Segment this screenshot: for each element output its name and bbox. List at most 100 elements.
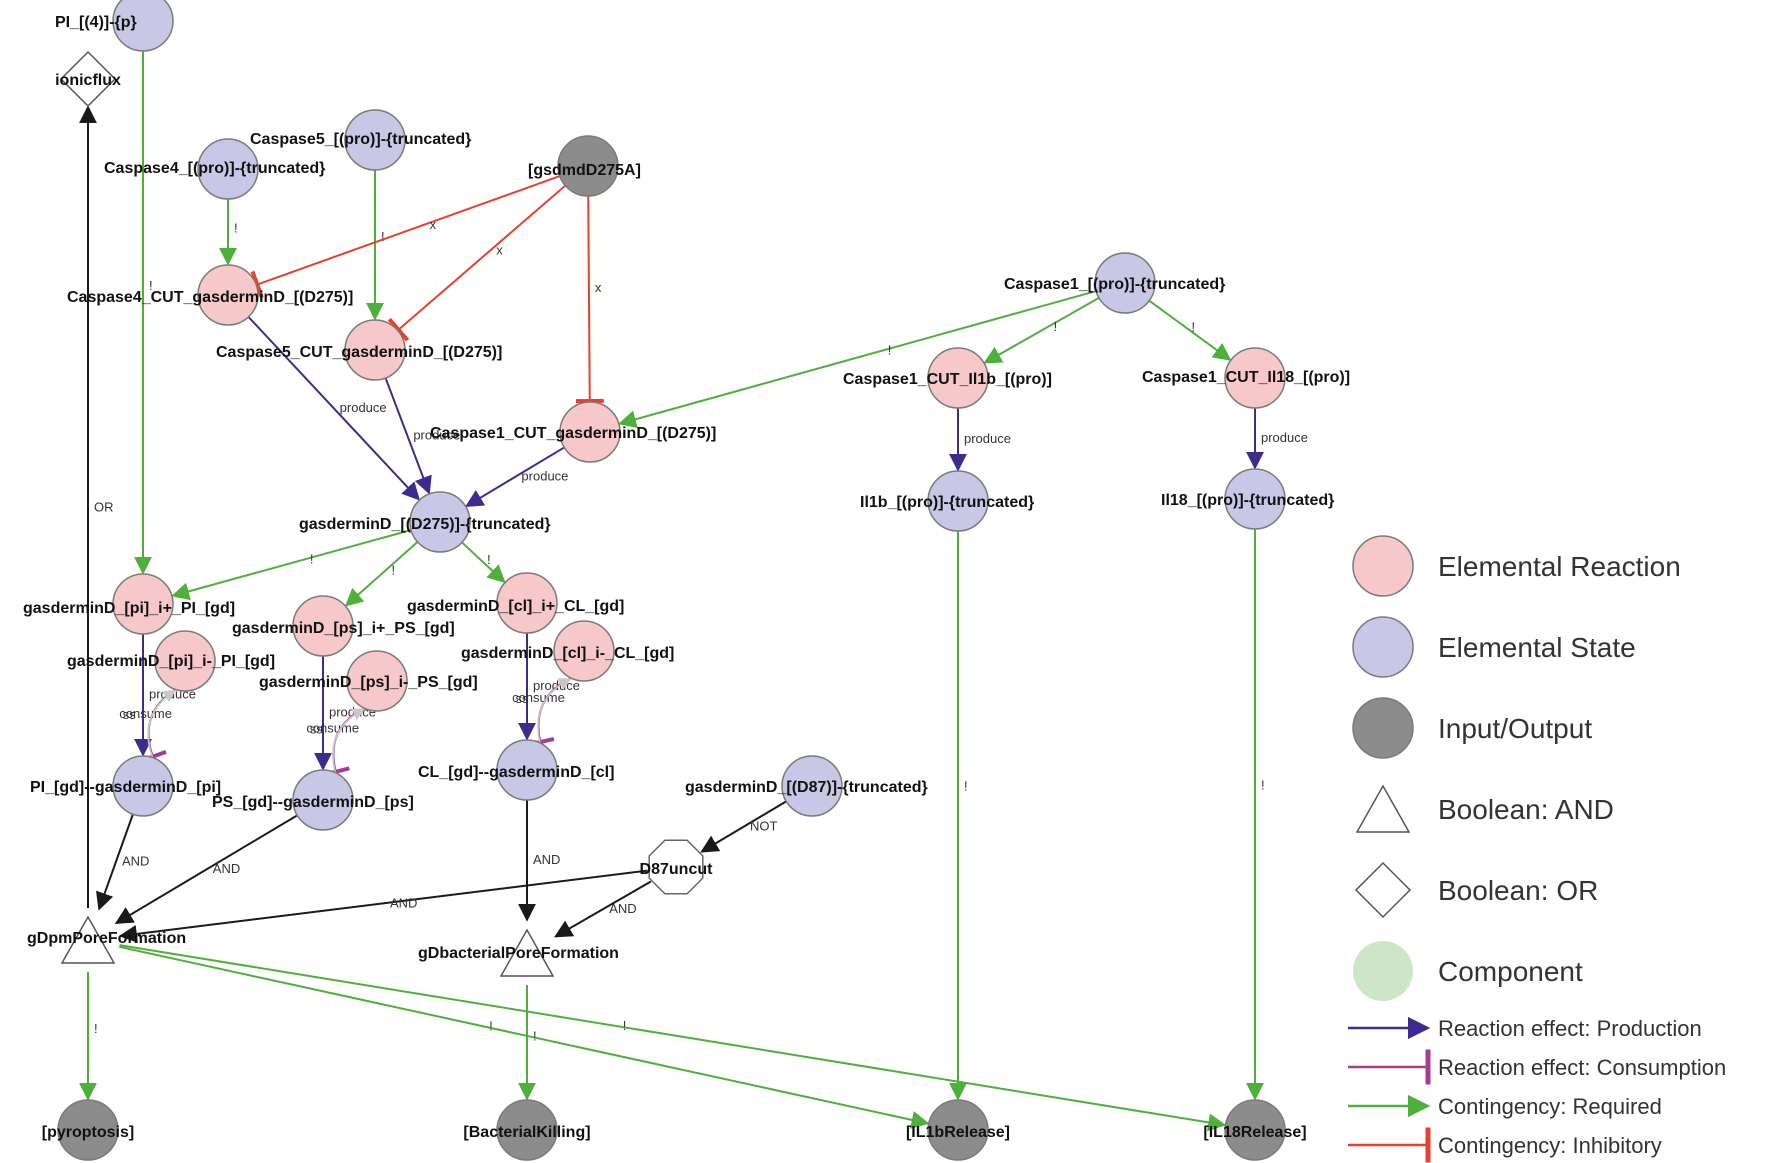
state-shape — [496, 739, 558, 801]
edge-pi4p-to-pi_plus: ! — [134, 51, 153, 575]
edge-label: ! — [149, 278, 153, 293]
edge-label: ! — [623, 1018, 627, 1033]
edge-line — [465, 446, 565, 507]
legend-item-or: Boolean: OR — [1354, 861, 1598, 919]
legend-edge-inhibitory: Contingency: Inhibitory — [1348, 1127, 1662, 1163]
node-label: CL_[gd]--gasderminD_[cl] — [418, 764, 614, 781]
edge-label: AND — [533, 852, 560, 867]
legend-edge-label: Contingency: Required — [1438, 1094, 1662, 1119]
node-ps_cplx[interactable]: PS_[gd]--gasderminD_[ps] — [212, 769, 414, 831]
node-pi_minus[interactable]: gasderminD_[pi]_i-_PI_[gd] — [67, 630, 275, 692]
edge-il18tr-to-il18rel: ! — [1246, 529, 1265, 1101]
node-casp4cut[interactable]: Caspase4_CUT_gasderminD_[(D275)] — [67, 264, 353, 326]
node-gsdmd275a[interactable]: [gsdmdD275A] — [528, 135, 641, 197]
node-casp5pro[interactable]: Caspase5_[(pro)]-{truncated} — [250, 109, 471, 171]
and-shape — [60, 915, 116, 964]
edge-label: ! — [94, 1021, 98, 1036]
legend-edge-label: Contingency: Inhibitory — [1438, 1133, 1662, 1158]
legend-item-state: Elemental State — [1352, 616, 1636, 678]
node-casp1il18[interactable]: Caspase1_CUT_Il18_[(pro)] — [1142, 347, 1350, 409]
node-label: Caspase1_CUT_Il1b_[(pro)] — [843, 371, 1052, 388]
edge-casp1il1b-to-il1btr: produce — [949, 408, 1011, 472]
node-cl_cplx[interactable]: CL_[gd]--gasderminD_[cl] — [418, 739, 614, 801]
node-d87uncut[interactable]: D87uncut — [640, 839, 714, 895]
edge-line — [332, 708, 366, 773]
edge-line — [114, 814, 298, 925]
node-ionicflux[interactable]: ionicflux — [55, 50, 121, 108]
reaction-shape — [154, 630, 216, 692]
edge-label: produce — [340, 400, 387, 415]
io-shape — [557, 135, 619, 197]
node-label: [BacterialKilling] — [463, 1124, 590, 1141]
or-shape — [1354, 861, 1412, 919]
edge-line — [983, 296, 1100, 364]
node-label: gDpmPoreFormation — [27, 930, 186, 947]
legend-item-io: Input/Output — [1352, 697, 1592, 759]
edge-label: ! — [391, 562, 395, 577]
reaction-shape — [553, 620, 615, 682]
edge-gsdmd275-to-ps_plus: ! — [344, 541, 419, 607]
node-il18rel[interactable]: [IL18Release] — [1203, 1099, 1307, 1161]
node-label: Caspase4_CUT_gasderminD_[(D275)] — [67, 289, 353, 306]
node-il18tr[interactable]: Il18_[(pro)]-{truncated} — [1161, 468, 1334, 530]
node-il1brel[interactable]: [IL1bRelease] — [906, 1099, 1010, 1161]
edge-label: produce — [964, 431, 1011, 446]
node-casp1il1b[interactable]: Caspase1_CUT_Il1b_[(pro)] — [843, 347, 1052, 409]
node-casp4pro[interactable]: Caspase4_[(pro)]-{truncated} — [104, 138, 325, 200]
edge-cl_cplx-to-cl_minus: ss — [516, 678, 572, 744]
legend-label: Boolean: OR — [1438, 875, 1598, 906]
state-shape — [409, 491, 471, 553]
edge-label: AND — [390, 895, 417, 910]
edge-line — [461, 541, 506, 584]
node-bactkill[interactable]: [BacterialKilling] — [463, 1099, 591, 1161]
legend-label: Boolean: AND — [1438, 794, 1614, 825]
node-pyroptosis[interactable]: [pyroptosis] — [42, 1099, 134, 1161]
edge-label: consume — [306, 720, 359, 735]
node-label: [pyroptosis] — [42, 1124, 134, 1141]
node-ps_minus[interactable]: gasderminD_[ps]_i-_PS_[gd] — [259, 650, 478, 712]
node-casp1pro[interactable]: Caspase1_[(pro)]-{truncated} — [1004, 252, 1225, 314]
node-label: gasderminD_[pi]_i+_PI_[gd] — [23, 600, 235, 617]
edge-label: produce — [521, 469, 568, 484]
node-il1btr[interactable]: Il1b_[(pro)]-{truncated} — [860, 470, 1034, 532]
node-cl_plus[interactable]: gasderminD_[cl]_i+_CL_[gd] — [407, 572, 624, 634]
node-gdpm[interactable]: gDpmPoreFormation — [27, 915, 186, 964]
node-pi_plus[interactable]: gasderminD_[pi]_i+_PI_[gd] — [23, 573, 235, 635]
edge-cl_cplx-to-gdbact: AND — [518, 800, 560, 922]
edge-label: produce — [1261, 430, 1308, 445]
edge-label: ss — [516, 691, 530, 706]
edge-line — [118, 869, 648, 943]
edge-label: ss — [123, 707, 137, 722]
legend-item-component: Component — [1353, 941, 1583, 1001]
edge-label: x — [496, 242, 503, 257]
node-casp1cut[interactable]: Caspase1_CUT_gasderminD_[(D275)] — [430, 401, 716, 463]
node-gsdmd275[interactable]: gasderminD_[(D275)]-{truncated} — [299, 491, 551, 553]
edge-label: ! — [888, 343, 892, 358]
octagon-shape — [648, 839, 704, 895]
node-pi4p[interactable]: PI_[(4)]-{p} — [55, 0, 174, 52]
node-gsdmd87[interactable]: gasderminD_[(D87)]-{truncated} — [685, 755, 928, 817]
reaction-shape — [197, 264, 259, 326]
node-gdbact[interactable]: gDbacterialPoreFormation — [418, 928, 619, 977]
node-cl_minus[interactable]: gasderminD_[cl]_i-_CL_[gd] — [461, 620, 674, 682]
io-shape — [496, 1099, 558, 1161]
edge-gdbact-to-bactkill: ! — [518, 985, 537, 1101]
node-pi_cplx[interactable]: PI_[gd]--gasderminD_[pi] — [30, 755, 221, 817]
edge-label: ! — [1192, 319, 1196, 334]
state-shape — [781, 755, 843, 817]
component-shape — [1353, 941, 1413, 1001]
legend-edge-label: Reaction effect: Consumption — [1438, 1055, 1726, 1080]
node-casp5cut[interactable]: Caspase5_CUT_gasderminD_[(D275)] — [216, 319, 502, 381]
edge-line — [171, 529, 412, 601]
legend-item-and: Boolean: AND — [1355, 784, 1614, 833]
node-label: gasderminD_[ps]_i-_PS_[gd] — [259, 674, 478, 691]
edge-label: ! — [964, 779, 968, 794]
node-label: PI_[gd]--gasderminD_[pi] — [30, 779, 221, 796]
edge-casp4cut-to-gsdmd275: produce — [247, 316, 421, 501]
io-shape — [57, 1099, 119, 1161]
node-label: [gsdmdD275A] — [528, 162, 641, 179]
edge-gsdmd275a-to-casp1cut: x — [575, 195, 604, 404]
state-shape — [112, 0, 174, 52]
node-ps_plus[interactable]: gasderminD_[ps]_i+_PS_[gd] — [232, 595, 455, 657]
edge-casp1cut-to-gsdmd275: produce — [465, 446, 568, 507]
